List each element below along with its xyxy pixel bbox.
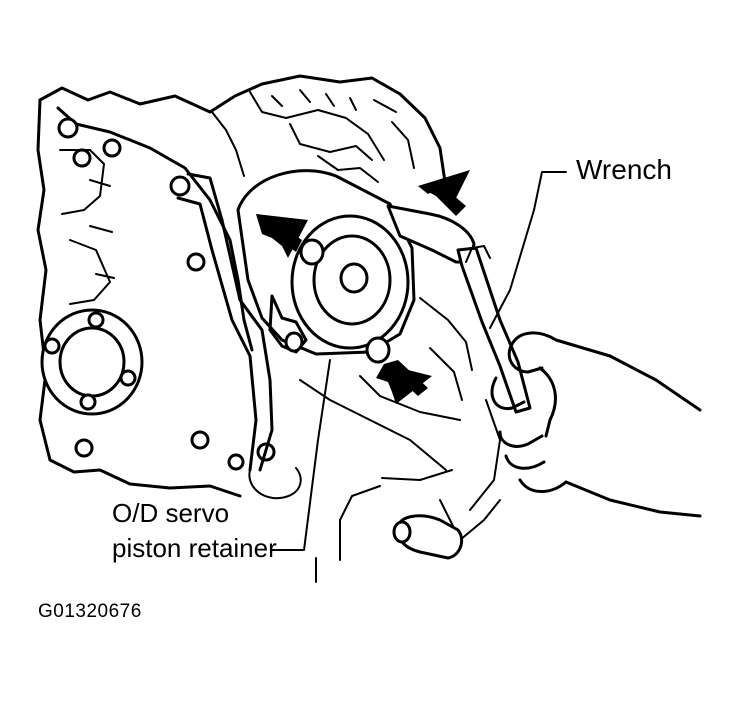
servo-piston-retainer	[236, 169, 416, 364]
case-rib	[176, 172, 302, 500]
arrow-icon	[376, 360, 432, 404]
hand	[490, 331, 702, 518]
wrench	[386, 204, 532, 414]
arrow-icon	[418, 170, 470, 216]
bearing-boss	[40, 308, 144, 416]
retainer-label-line2: piston retainer	[112, 533, 277, 563]
arrow-icon	[256, 214, 308, 258]
wrench-label: Wrench	[576, 154, 672, 185]
figure-id: G01320676	[38, 601, 142, 622]
lower-case-detail	[299, 297, 501, 561]
transmission-case	[36, 74, 447, 498]
leader-lines	[271, 171, 567, 583]
retainer-label-line1: O/D servo	[112, 498, 230, 528]
